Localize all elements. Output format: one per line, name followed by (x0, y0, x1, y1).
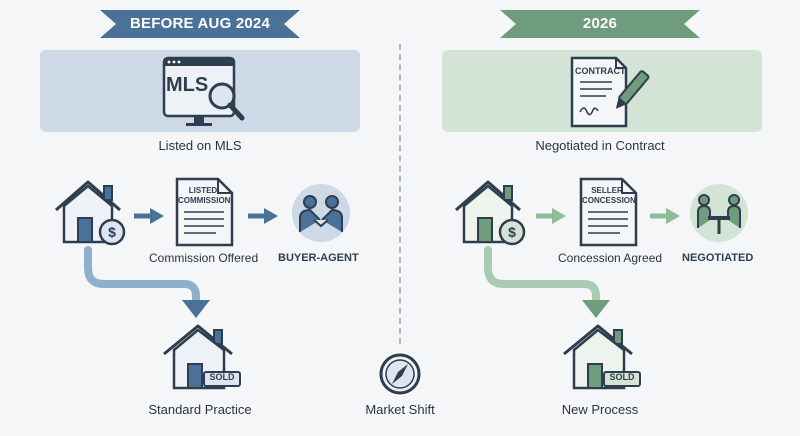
listed-commission-document-icon (175, 177, 234, 247)
right-sold-badge: SOLD (609, 372, 635, 382)
market-shift-caption: Market Shift (365, 402, 435, 417)
right-title-banner: 2026 (500, 10, 700, 38)
buyer-agent-caption: BUYER-AGENT (278, 252, 359, 264)
left-sold-house-icon (163, 324, 241, 390)
right-arrow-1 (536, 208, 566, 224)
seller-doc-line2: CONCESSION (582, 196, 636, 205)
listed-doc-line1: LISTED (188, 186, 218, 195)
seller-concession-doc-text: SELLER CONCESSION (582, 186, 636, 206)
standard-practice-caption: Standard Practice (148, 402, 252, 417)
contract-text: CONTRACT (575, 66, 626, 76)
svg-text:$: $ (508, 224, 516, 240)
concession-agreed-caption: Concession Agreed (558, 251, 663, 265)
left-title: BEFORE AUG 2024 (130, 15, 270, 32)
listed-doc-line2: COMMISSION (178, 196, 231, 205)
right-panel-caption: Negotiated in Contract (535, 138, 665, 153)
svg-text:$: $ (108, 224, 116, 240)
right-title: 2026 (582, 15, 618, 32)
listed-commission-doc-text: LISTED COMMISSION (178, 186, 231, 206)
left-house-dollar-icon: $ (55, 180, 126, 246)
right-house-dollar-icon: $ (455, 180, 526, 246)
center-divider (399, 44, 401, 344)
left-arrow-2 (248, 208, 278, 224)
negotiation-table-icon (690, 184, 748, 242)
left-sold-badge: SOLD (209, 372, 235, 382)
mls-monitor-icon (162, 56, 245, 126)
left-title-banner: BEFORE AUG 2024 (100, 10, 300, 38)
left-arrow-1 (134, 208, 164, 224)
new-process-caption: New Process (561, 402, 639, 417)
right-arrow-2 (650, 208, 680, 224)
seller-concession-document-icon (579, 177, 638, 247)
left-panel-caption: Listed on MLS (158, 138, 242, 153)
contract-document-icon (570, 56, 650, 128)
handshake-icon (292, 184, 350, 242)
commission-offered-caption: Commission Offered (149, 251, 259, 265)
mls-text: MLS (166, 74, 209, 96)
negotiated-caption: NEGOTIATED (682, 252, 754, 264)
seller-doc-line1: SELLER (591, 186, 623, 195)
left-down-right-arrow (84, 246, 210, 318)
right-sold-house-icon (563, 324, 641, 390)
right-down-right-arrow (484, 246, 610, 318)
compass-icon (379, 353, 421, 395)
